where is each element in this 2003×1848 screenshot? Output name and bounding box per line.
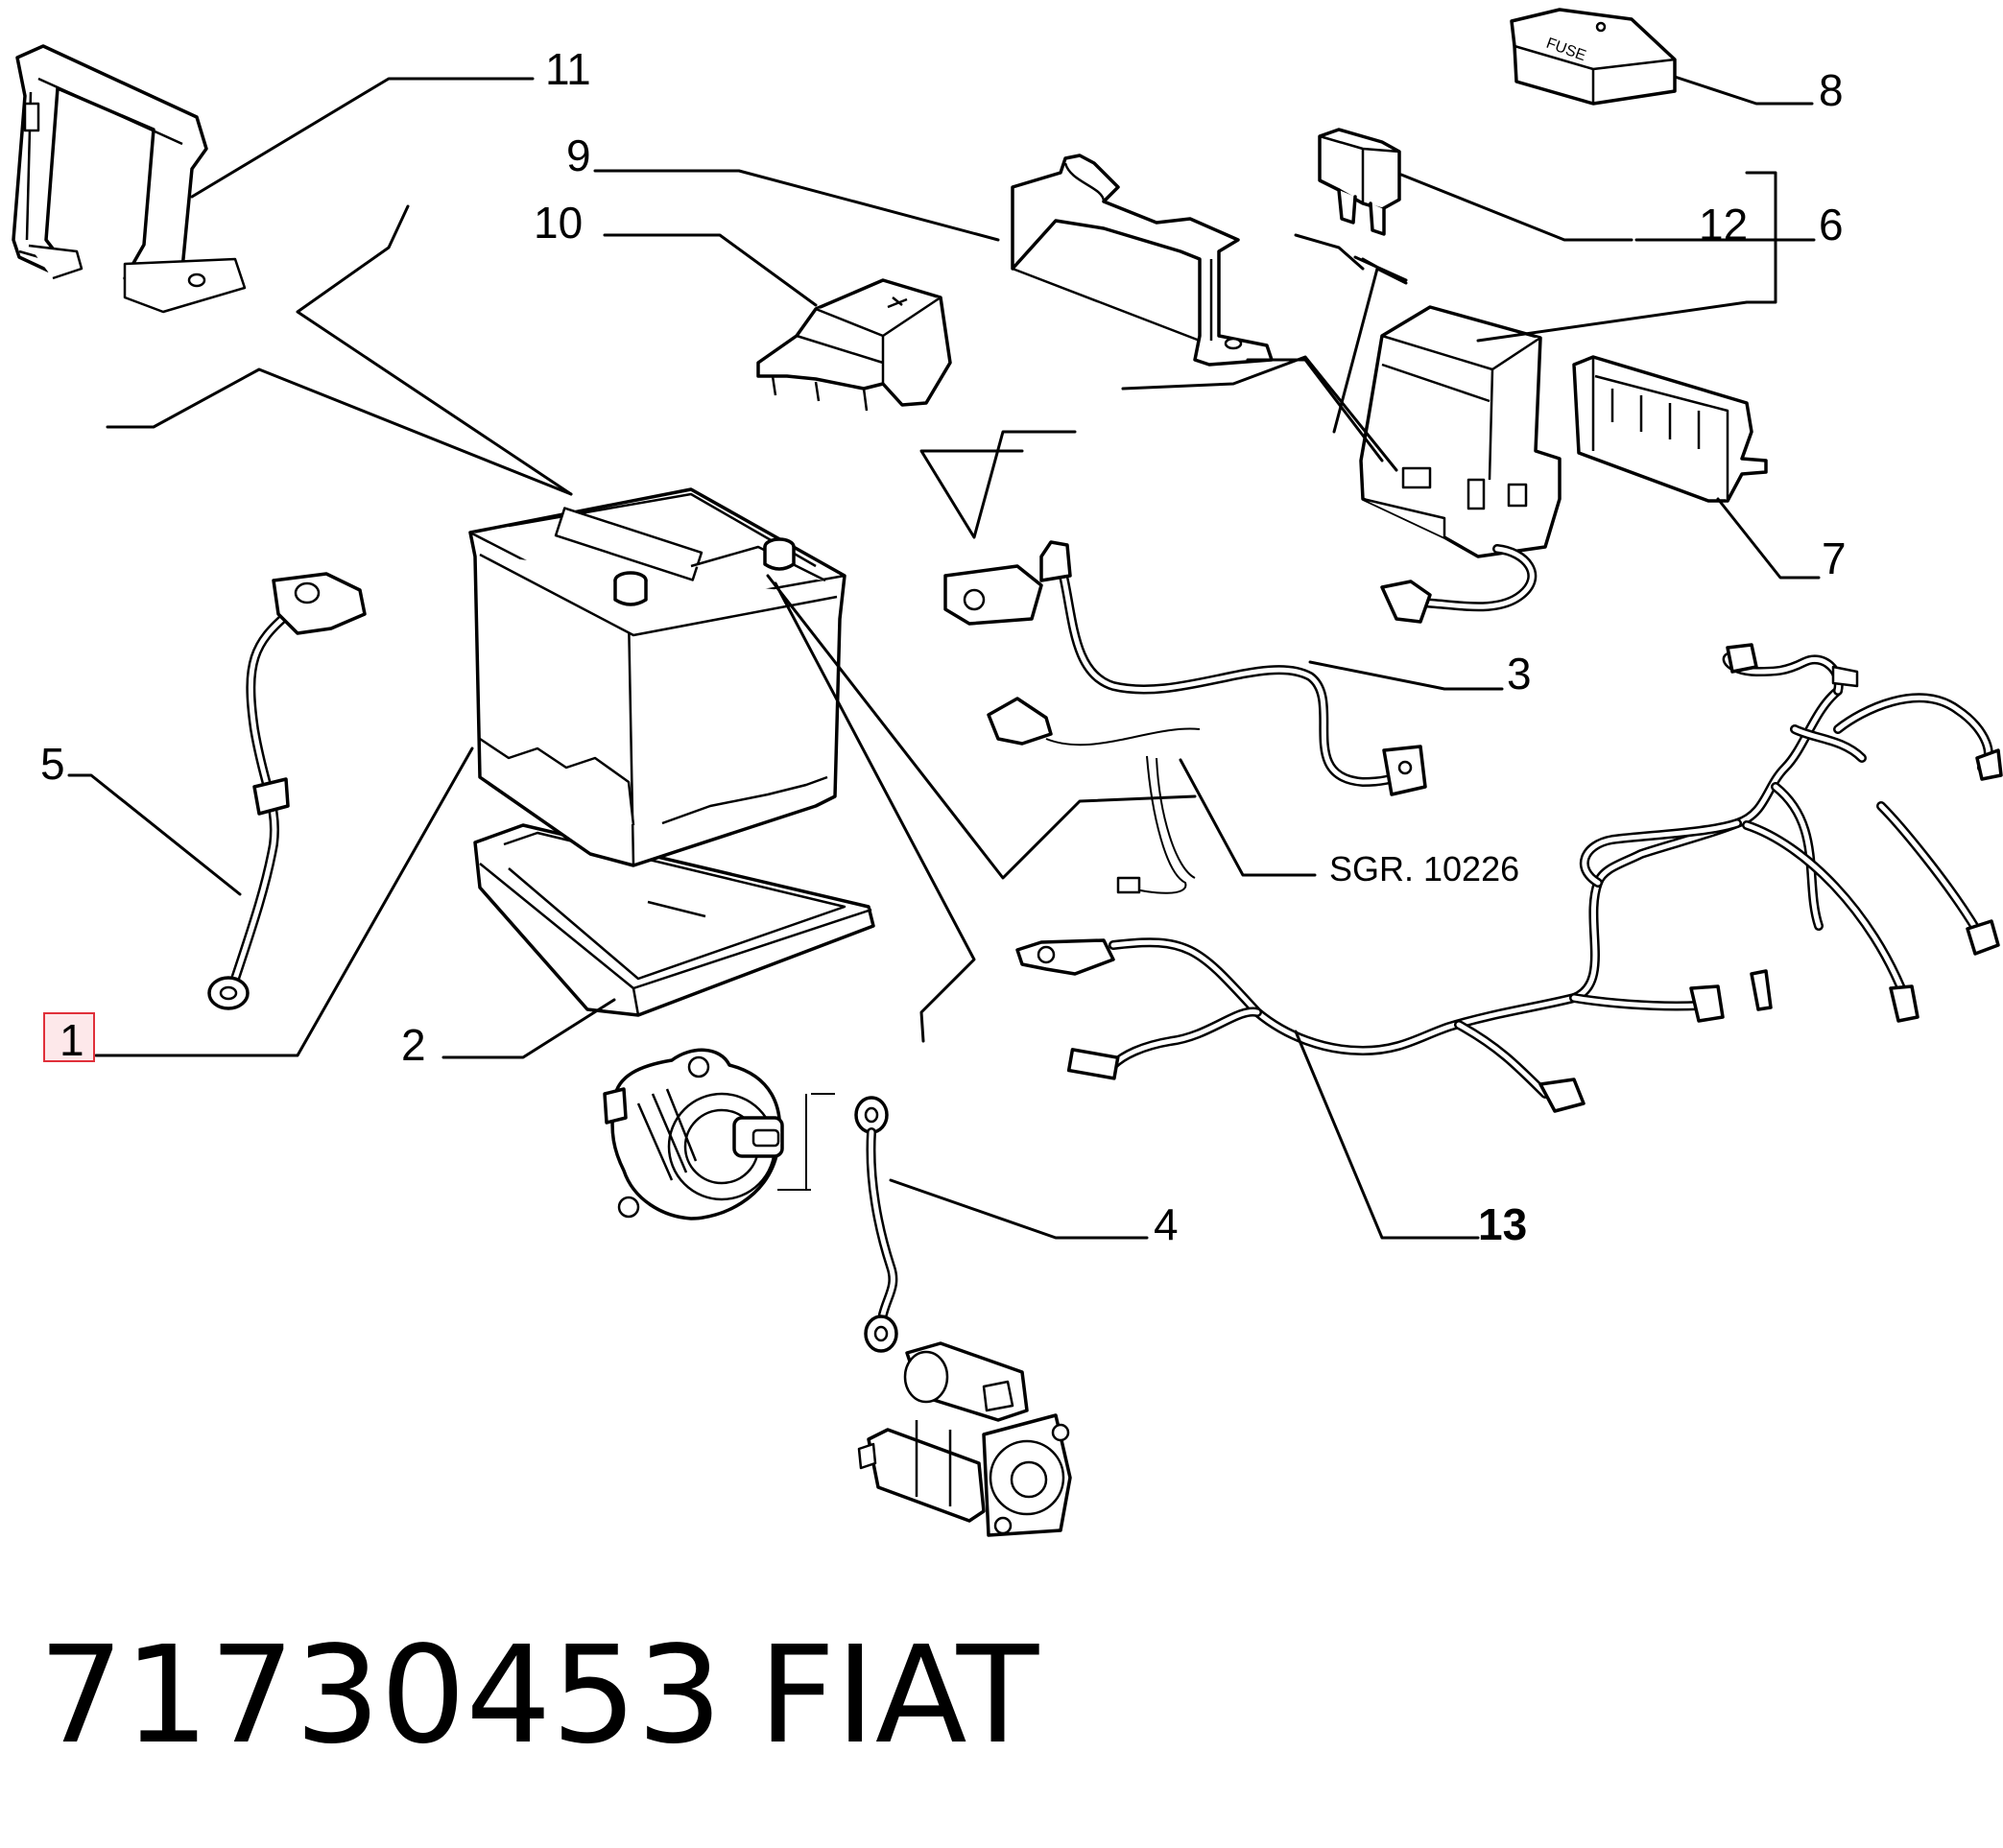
- label-7: 7: [1822, 533, 1847, 583]
- brand-name: FIAT: [758, 1618, 1039, 1774]
- callout-labels: 11 9 10 8 12 6 7 3 SGR. 10226 5 1 2 4 13: [40, 44, 1847, 1249]
- battery: [468, 487, 847, 867]
- main-wiring-harness: [1015, 643, 2003, 1113]
- starter-motor: [857, 1341, 1072, 1537]
- sgr-harness: [987, 697, 1201, 894]
- part-number: 71730453: [38, 1618, 723, 1774]
- label-1: 1: [60, 1015, 84, 1065]
- footer: 71730453 FIAT: [38, 1618, 1039, 1774]
- label-1-highlight: [43, 1012, 95, 1062]
- label-13: 13: [1478, 1199, 1527, 1249]
- label-2: 2: [401, 1020, 426, 1070]
- label-5: 5: [40, 739, 65, 789]
- label-sgr: SGR. 10226: [1329, 849, 1519, 888]
- ground-strap-4: [854, 1096, 898, 1353]
- label-9: 9: [566, 130, 591, 180]
- label-6: 6: [1819, 200, 1844, 249]
- label-4: 4: [1154, 1199, 1179, 1249]
- label-10: 10: [534, 198, 583, 248]
- fuse-box-lid: FUSE: [1510, 8, 1677, 106]
- battery-tray: [473, 823, 875, 1017]
- alternator: [603, 1048, 835, 1220]
- mounting-bracket-plate: [1011, 154, 1274, 367]
- battery-clamp-bracket: [12, 44, 247, 314]
- connector-cover: [1572, 355, 1768, 503]
- terminal-cover: [756, 278, 952, 412]
- leader-lines: [67, 75, 1821, 1240]
- label-11: 11: [545, 44, 591, 94]
- label-8: 8: [1819, 65, 1844, 115]
- battery-cable-3: [943, 540, 1427, 796]
- ground-cable-5: [207, 572, 367, 1010]
- blade-fuse: [1318, 128, 1401, 236]
- fuse-relay-box: [1359, 305, 1562, 624]
- label-3: 3: [1507, 649, 1532, 699]
- label-12: 12: [1699, 200, 1748, 249]
